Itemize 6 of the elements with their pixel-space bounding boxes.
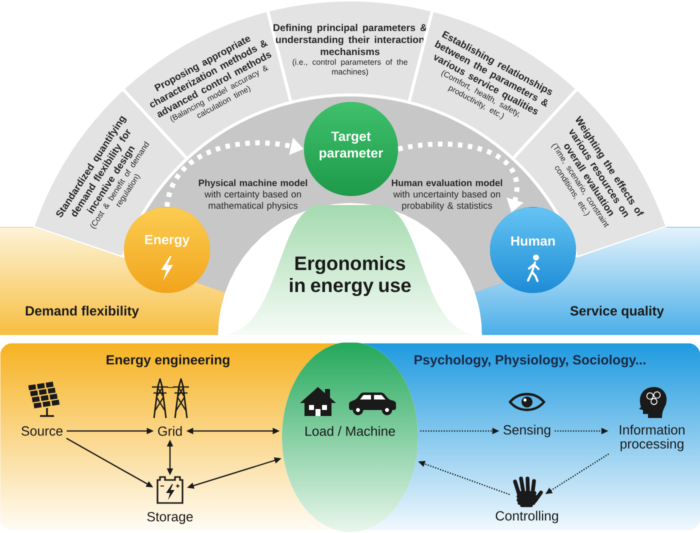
node-label: Storage	[147, 512, 193, 524]
node-label: Controlling	[496, 510, 558, 524]
node-label: Information processing	[620, 424, 684, 452]
node-label: Sensing	[504, 424, 550, 438]
node-label: Grid	[158, 426, 182, 436]
node-label: Source	[21, 426, 63, 436]
